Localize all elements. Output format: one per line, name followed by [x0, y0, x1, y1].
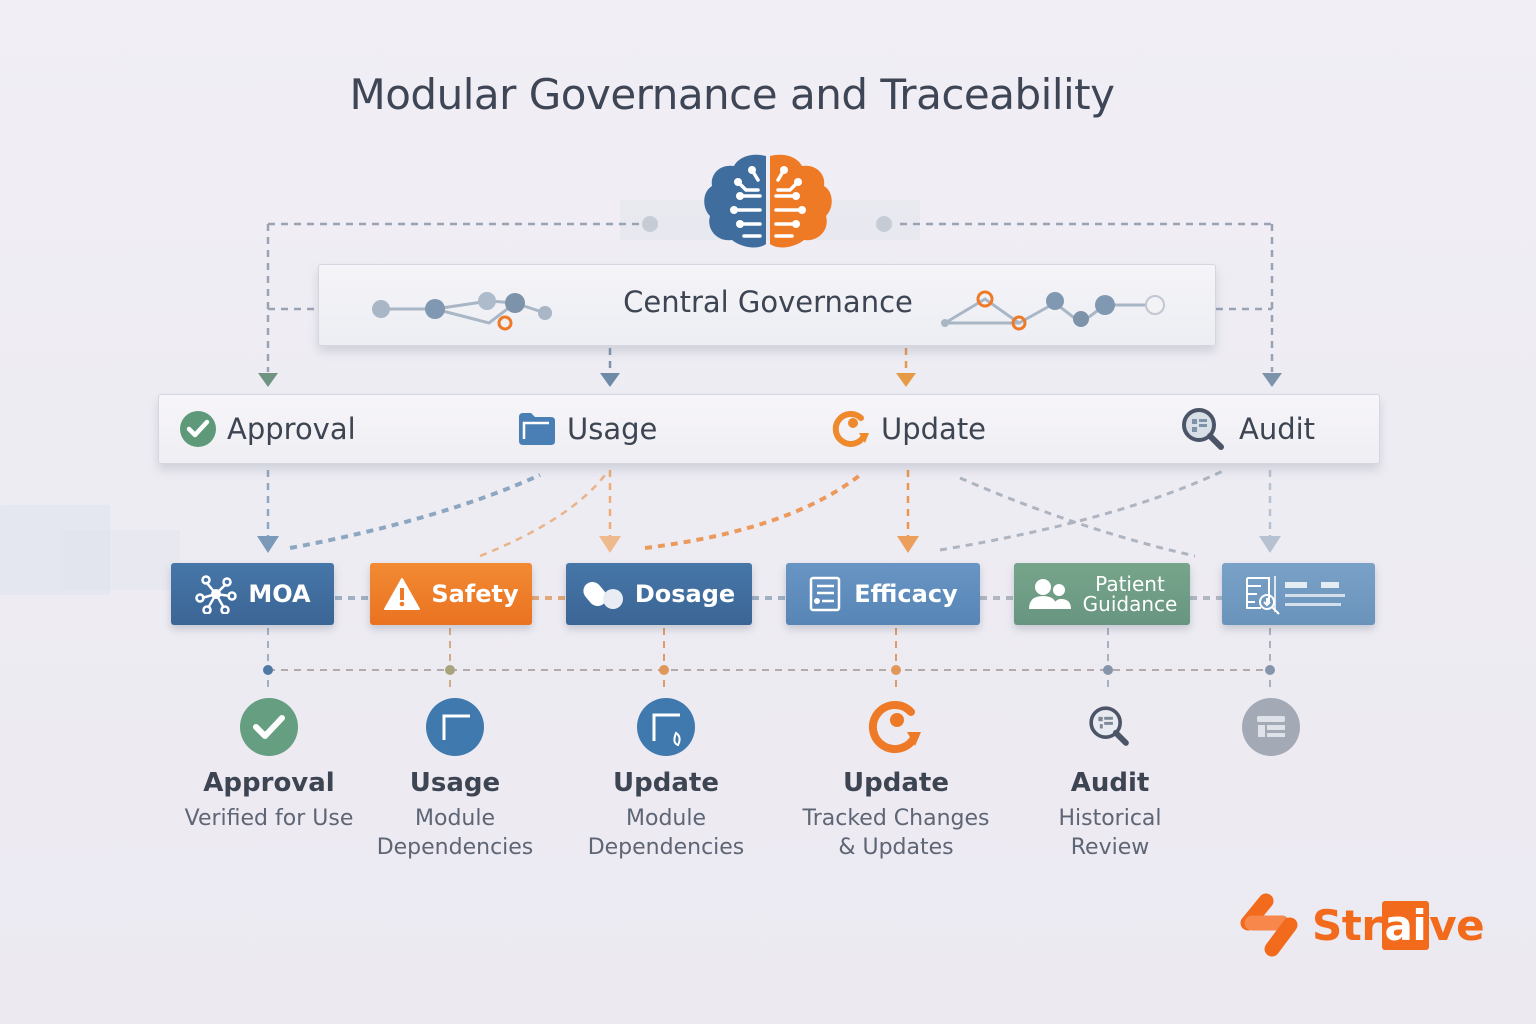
junction-node — [1103, 665, 1113, 675]
document-list-icon — [810, 576, 841, 612]
refresh-icon — [832, 411, 869, 447]
junction-node — [1265, 665, 1275, 675]
arrow-head — [1259, 536, 1281, 553]
arrowheads — [257, 373, 1282, 553]
straive-logo-mark-icon — [1240, 893, 1298, 957]
module-moa[interactable]: MOA — [171, 563, 334, 625]
process-step-update[interactable]: Update — [831, 409, 986, 449]
network-graph-icon — [372, 292, 552, 331]
junction-node — [642, 216, 658, 232]
module-document-search[interactable] — [1222, 563, 1375, 625]
module-patient-guidance[interactable]: Patient Guidance — [1014, 563, 1190, 625]
magnifier-icon — [1081, 698, 1139, 756]
outcome-list — [1171, 698, 1371, 756]
folder-edit-icon — [637, 698, 695, 756]
process-step-label: Approval — [227, 412, 356, 446]
module-safety[interactable]: Safety — [370, 563, 532, 625]
arrow-head — [599, 536, 621, 553]
process-step-label: Update — [881, 412, 987, 446]
junction-node — [876, 216, 892, 232]
central-governance-label: Central Governance — [623, 285, 913, 319]
process-step-audit[interactable]: Audit — [1179, 408, 1316, 450]
outcome-title: Audit — [1070, 768, 1150, 798]
check-circle-icon — [240, 698, 298, 756]
arrow-head — [600, 373, 620, 387]
process-step-label: Usage — [567, 412, 658, 446]
outcome-description: Verified for Use — [184, 806, 354, 831]
folder-icon — [519, 413, 555, 445]
junction-node — [263, 665, 273, 675]
folder-icon — [426, 698, 484, 756]
arrow-head — [896, 373, 916, 387]
warning-icon — [384, 578, 421, 610]
arrow-head — [1262, 373, 1282, 387]
process-step-usage[interactable]: Usage — [517, 409, 657, 449]
refresh-icon — [867, 698, 925, 756]
background-haze — [60, 530, 180, 590]
module-label: Efficacy — [854, 580, 958, 608]
module-label: Dosage — [634, 580, 736, 608]
arrow-head — [897, 536, 919, 553]
module-label: MOA — [248, 580, 311, 608]
module-label-line: Guidance — [1082, 592, 1178, 616]
network-icon — [195, 575, 238, 614]
outcome-title: Usage — [409, 768, 501, 798]
people-icon — [1028, 579, 1071, 609]
process-bar: Approval Usage Update Audit — [158, 394, 1380, 464]
module-dosage[interactable]: Dosage — [566, 563, 752, 625]
straive-logo-text: Straive — [1312, 900, 1485, 950]
pill-icon — [583, 581, 623, 609]
arrow-head — [258, 373, 278, 387]
straive-logo[interactable]: Straive — [1238, 893, 1485, 957]
outcome-approval: Approval Verified for Use — [169, 698, 369, 833]
module-label: Safety — [431, 580, 519, 608]
central-governance-bar[interactable]: Central Governance — [318, 264, 1216, 346]
outcome-update-tracked: Update Tracked Changes& Updates — [796, 698, 996, 862]
background-haze — [0, 505, 110, 595]
module-efficacy[interactable]: Efficacy — [786, 563, 980, 625]
outcome-description: Tracked Changes& Updates — [802, 806, 990, 860]
outcome-title: Update — [843, 768, 949, 798]
junction-node — [891, 665, 901, 675]
junction-node — [445, 665, 455, 675]
module-label-line: Patient — [1095, 572, 1165, 596]
process-step-label: Audit — [1239, 412, 1316, 446]
document-search-icon — [1245, 576, 1345, 615]
outcome-title: Approval — [203, 768, 335, 798]
list-icon — [1242, 698, 1300, 756]
check-circle-icon — [180, 411, 216, 447]
network-graph-icon — [941, 290, 1165, 331]
magnifier-icon — [1182, 408, 1224, 450]
page-title: Modular Governance and Traceability — [349, 70, 1115, 119]
outcome-title: Update — [613, 768, 719, 798]
arrow-head — [257, 536, 279, 553]
module-label: Patient Guidance — [1083, 574, 1178, 614]
junction-node — [659, 665, 669, 675]
process-step-approval[interactable]: Approval — [179, 409, 356, 449]
brain-circuit-icon — [704, 154, 832, 248]
